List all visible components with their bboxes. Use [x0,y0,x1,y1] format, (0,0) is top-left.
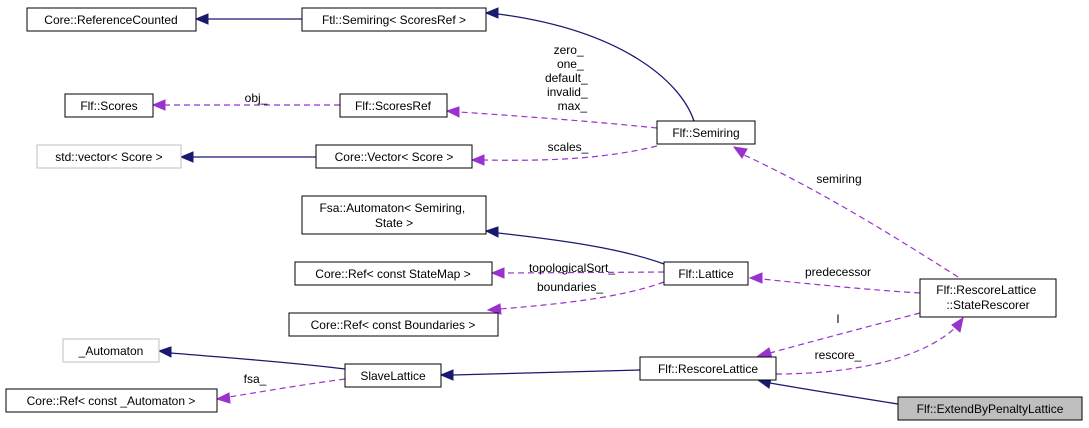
arrowhead-ftlsemiring [484,7,499,19]
node-flf-semiring[interactable]: Flf::Semiring [656,120,756,145]
node-flf-lattice[interactable]: Flf::Lattice [663,261,749,286]
arrowhead-corevector [470,154,485,166]
svg-text:Flf::RescoreLattice: Flf::RescoreLattice [658,362,758,376]
edge-labels: obj_ zero_ one_ default_ invalid_ max_ s… [244,43,871,386]
node-flf-scoresref[interactable]: Flf::ScoresRef [339,93,448,118]
svg-text:Ftl::Semiring< ScoresRef >: Ftl::Semiring< ScoresRef > [322,13,466,27]
svg-text:Core::ReferenceCounted: Core::ReferenceCounted [44,13,177,27]
edge-flfsemiring-ftlsemiring [497,13,695,122]
edge-label-scales: scales_ [548,140,589,154]
node-fsa-automaton[interactable]: Fsa::Automaton< Semiring, State > [301,195,487,235]
node-std-vector[interactable]: std::vector< Score > [36,144,182,169]
edge-label-predecessor: predecessor [805,265,871,279]
node-automaton[interactable]: _Automaton [62,338,160,363]
svg-text:Fsa::Automaton< Semiring,: Fsa::Automaton< Semiring, State > [319,201,468,230]
edge-label-semiring: semiring [816,172,861,186]
edge-label-topological-sort: topologicalSort_ [529,261,615,275]
arrowhead-refautomaton [215,392,231,404]
node-core-ref-automaton[interactable]: Core::Ref< const _Automaton > [5,388,218,413]
edge-label-obj: obj_ [245,91,268,105]
node-core-vector[interactable]: Core::Vector< Score > [315,144,473,169]
svg-text:Core::Ref< const _Automaton >: Core::Ref< const _Automaton > [27,394,196,408]
arrowhead-automaton [157,346,172,358]
svg-text:Core::Ref< const StateMap >: Core::Ref< const StateMap > [315,267,470,281]
edge-lattice-refstatemap [503,271,665,274]
edge-label-fsa: fsa_ [244,372,267,386]
node-flf-rescorelattice[interactable]: Flf::RescoreLattice [639,356,777,381]
svg-text:_Automaton: _Automaton [78,344,144,358]
arrowhead-slavelattice [439,369,454,381]
node-core-ref-boundaries[interactable]: Core::Ref< const Boundaries > [288,312,499,337]
edge-staterescorer-lattice [761,278,921,294]
svg-text:Core::Vector< Score >: Core::Vector< Score > [335,150,454,164]
diagram-nodes: Core::ReferenceCounted Ftl::Semiring< Sc… [5,7,1083,421]
arrowhead-fsaautomaton [484,226,499,238]
arrowhead-scores [151,99,166,111]
edge-rescorelattice-slavelattice [452,369,641,376]
edge-label-rescore: rescore_ [815,348,862,362]
edge-semiring-corevector [483,145,658,161]
svg-text:Flf::RescoreLattice ::: Flf::RescoreLattice ::StateRescorer [936,283,1039,312]
svg-text:Flf::Scores: Flf::Scores [80,99,137,113]
edge-extend-rescorelattice [769,382,899,405]
edge-staterescorer-rescorelattice [769,312,921,354]
svg-text:SlaveLattice: SlaveLattice [360,369,426,383]
node-ftl-semiring[interactable]: Ftl::Semiring< ScoresRef > [301,7,487,32]
edge-lattice-refboundaries [499,281,665,310]
arrowhead-refstatemap [490,267,505,279]
edge-slavelattice-automaton [170,352,346,370]
node-flf-scores[interactable]: Flf::Scores [64,93,154,118]
edge-label-boundaries: boundaries_ [537,280,603,294]
svg-text:Core::Ref< const Boundaries >: Core::Ref< const Boundaries > [311,318,476,332]
arrowhead-scoresref [445,106,460,118]
svg-text:Flf::ScoresRef: Flf::ScoresRef [355,99,432,113]
node-core-ref-statemap[interactable]: Core::Ref< const StateMap > [294,261,493,286]
node-slavelattice[interactable]: SlaveLattice [344,363,442,388]
arrowhead-refboundaries [486,303,502,315]
arrowhead-semiring [732,146,748,159]
node-staterescorer[interactable]: Flf::RescoreLattice ::StateRescorer [919,278,1057,318]
diagram-edges [151,7,964,405]
edge-semiring-scoresref [458,111,658,129]
arrowhead-stdvector [179,151,194,163]
edge-label-l: l [837,312,840,326]
edge-label-semiring-members: zero_ one_ default_ invalid_ max_ [545,43,591,113]
arrowhead-referencecounted [194,13,209,25]
node-core-referencecounted[interactable]: Core::ReferenceCounted [26,7,197,32]
edge-rescorelattice-staterescorer [775,327,956,375]
svg-text:Flf::ExtendByPenaltyLattice: Flf::ExtendByPenaltyLattice [917,402,1064,416]
node-flf-extendbypenaltylattice[interactable]: Flf::ExtendByPenaltyLattice [897,396,1083,421]
edge-flflattice-fsaautomaton [497,232,665,265]
svg-text:Flf::Semiring: Flf::Semiring [672,126,739,140]
arrowhead-staterescorer [951,316,964,333]
arrowhead-lattice [748,272,763,284]
svg-text:std::vector< Score >: std::vector< Score > [55,150,162,164]
svg-text:Flf::Lattice: Flf::Lattice [678,267,734,281]
edge-slavelattice-refautomaton [228,378,346,398]
